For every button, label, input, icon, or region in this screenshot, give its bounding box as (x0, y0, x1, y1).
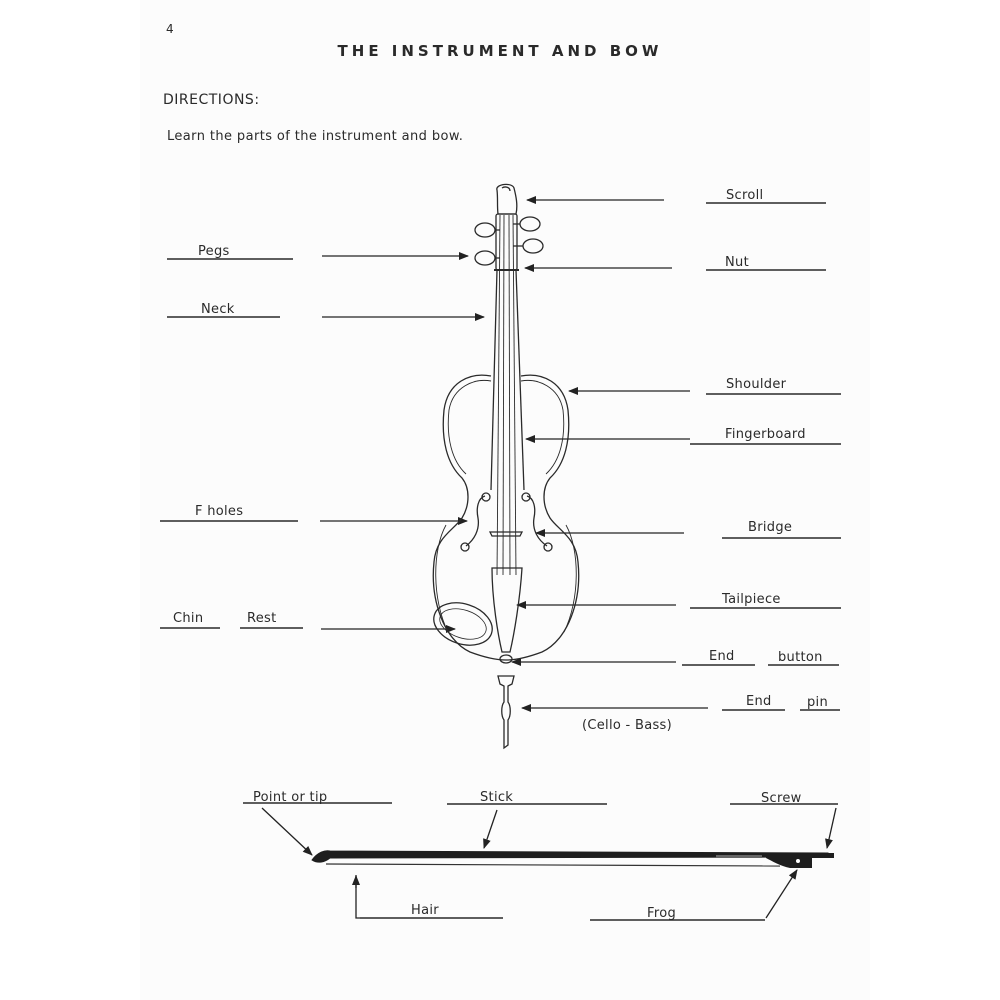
label-rest: Rest (247, 611, 277, 626)
label-tailpiece: Tailpiece (722, 592, 781, 607)
pointer-arrows (261, 196, 837, 919)
label-end-button-2: button (778, 650, 823, 665)
violin-drawing (432, 183, 580, 750)
label-pegs: Pegs (198, 244, 230, 259)
label-end-button-1: End (709, 649, 735, 664)
paper-sheet (140, 0, 870, 1000)
label-scroll: Scroll (726, 188, 764, 203)
label-stick: Stick (480, 790, 514, 805)
label-hair: Hair (411, 903, 439, 918)
label-neck: Neck (201, 302, 235, 317)
label-bridge: Bridge (748, 520, 793, 535)
label-point-or-tip: Point or tip (253, 790, 328, 805)
instruction-text: Learn the parts of the instrument and bo… (167, 129, 464, 144)
label-end-pin-2: pin (807, 695, 829, 710)
label-fingerboard: Fingerboard (725, 427, 806, 442)
label-screw: Screw (761, 791, 802, 806)
label-end-pin-1: End (746, 694, 772, 709)
label-f-holes: F holes (195, 504, 244, 519)
label-cello-bass: (Cello - Bass) (582, 718, 672, 733)
bow-drawing (311, 850, 834, 868)
label-chin: Chin (173, 611, 204, 626)
page-title: THE INSTRUMENT AND BOW (337, 42, 663, 60)
label-underlines (160, 202, 841, 921)
label-shoulder: Shoulder (726, 377, 787, 392)
label-frog: Frog (647, 906, 676, 921)
page-number: 4 (166, 22, 174, 36)
label-nut: Nut (725, 255, 749, 270)
directions-heading: DIRECTIONS: (163, 92, 260, 108)
